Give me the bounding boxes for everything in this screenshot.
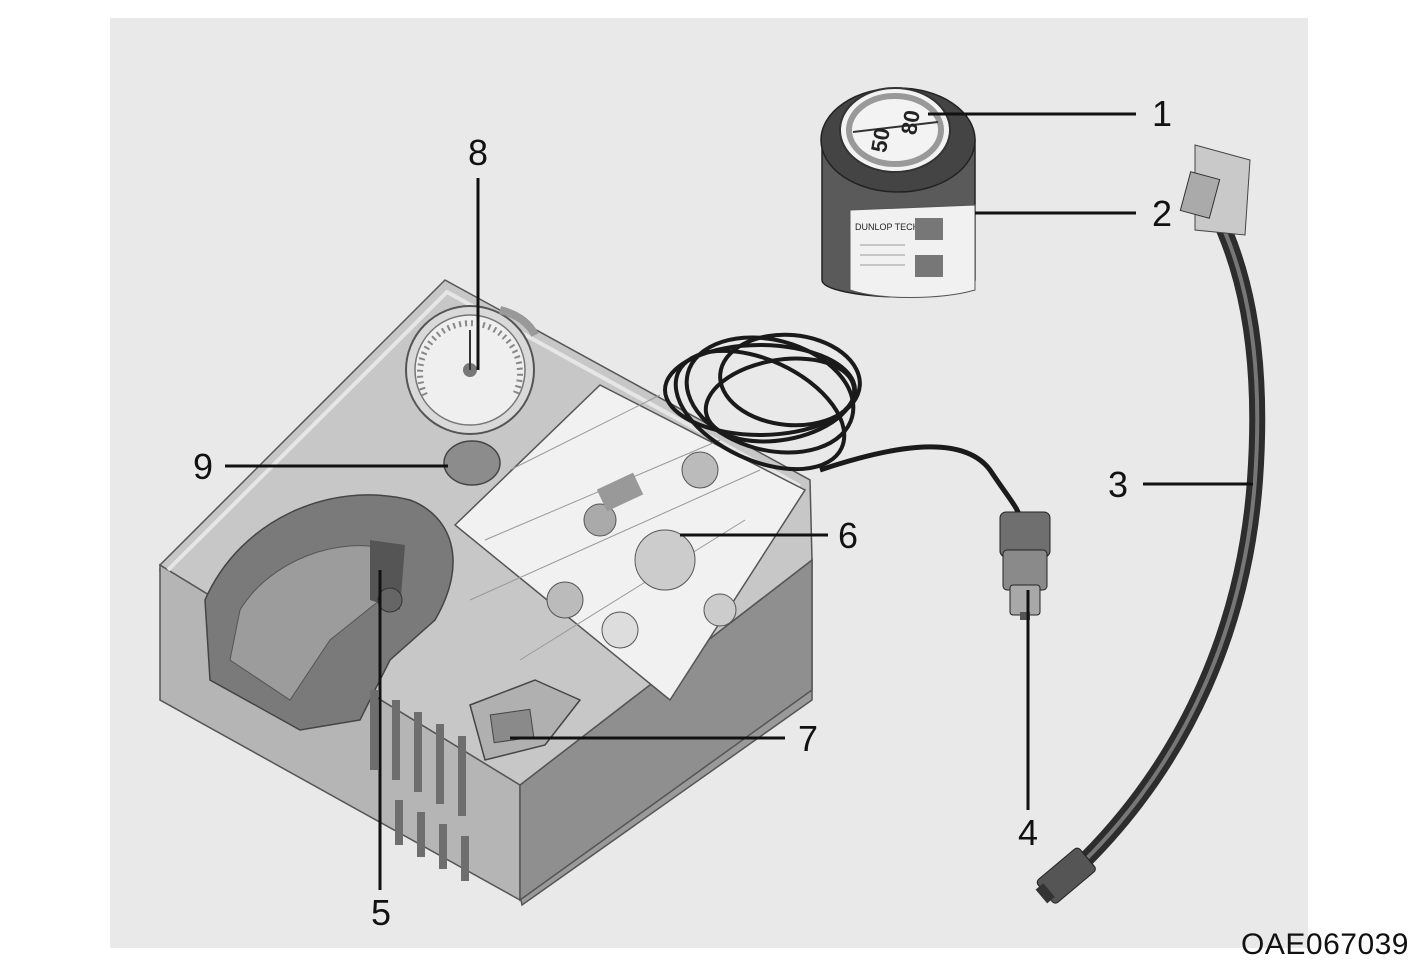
power-cable [663,332,1023,521]
inflation-hose [1035,144,1266,904]
callout-1: 1 [1152,93,1172,134]
pressure-gauge [405,305,539,435]
air-release-button [443,440,501,486]
callout-6: 6 [838,515,858,556]
power-switch [469,679,582,761]
callout-4: 4 [1018,812,1038,853]
figure-code: OAE067039 [1241,928,1409,961]
callout-labels: 1 2 3 4 5 6 7 8 9 [193,93,1172,933]
cap-recommended-speed: 50 [866,126,895,154]
callout-9: 9 [193,446,213,487]
bottle-cap [839,87,951,173]
bottle-label-brand: DUNLOP TECH [855,222,919,232]
cap-max-speed: 80 [896,108,925,136]
callout-3: 3 [1108,464,1128,505]
callout-5: 5 [371,892,391,933]
sealant-bottle: 80 50 DUNLOP TECH [820,87,976,298]
power-plug [999,511,1051,620]
air-compressor [158,279,813,907]
instruction-sticker [453,384,807,702]
callout-2: 2 [1152,193,1172,234]
leader-lines [225,112,1253,890]
callout-7: 7 [798,718,818,759]
callout-8: 8 [468,132,488,173]
